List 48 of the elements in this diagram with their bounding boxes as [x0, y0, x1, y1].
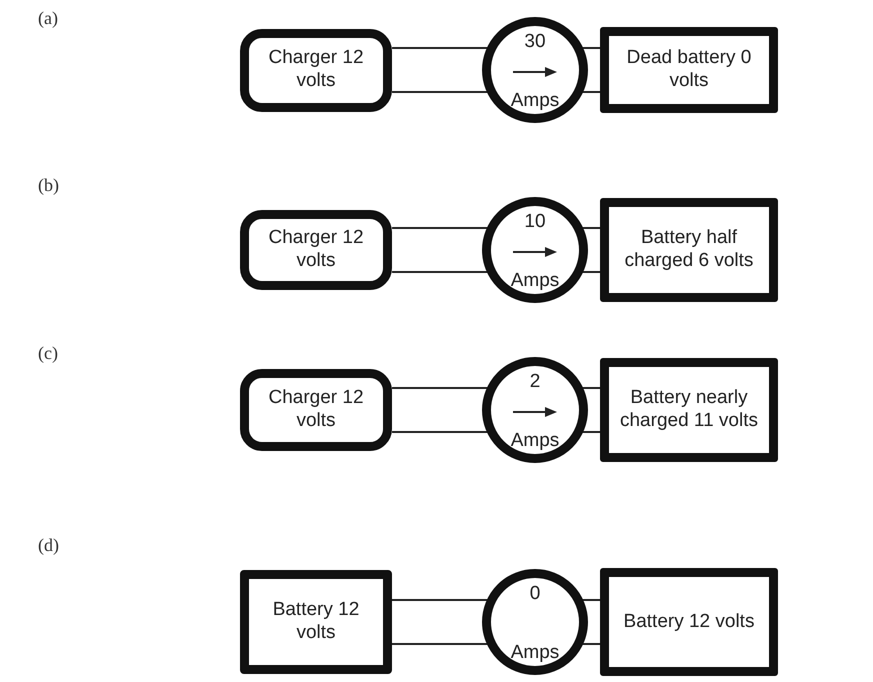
panel-label: (d) — [38, 535, 59, 556]
unit-label: Amps — [510, 270, 560, 293]
battery-box — [600, 358, 778, 462]
panel-label: (c) — [38, 343, 58, 364]
box-label: Battery 12 volts — [624, 610, 754, 634]
wire — [392, 387, 488, 389]
wire — [582, 643, 600, 645]
box-label: Battery half charged 6 volts — [624, 227, 754, 273]
wire — [392, 599, 488, 601]
current-value: 10 — [524, 211, 546, 234]
wire — [392, 47, 488, 49]
charger-box — [240, 28, 392, 112]
ammeter-circle — [482, 17, 588, 123]
wire — [582, 387, 600, 389]
current-value: 0 — [530, 583, 540, 606]
wire — [392, 227, 488, 229]
wire — [582, 431, 600, 433]
charger-box — [240, 210, 392, 290]
wire — [582, 599, 600, 601]
battery-box — [600, 198, 778, 302]
wire — [582, 227, 600, 229]
wire — [582, 91, 600, 93]
wire — [582, 47, 600, 49]
ammeter-circle — [482, 569, 588, 675]
box-label: Battery 12 volts — [272, 599, 360, 645]
unit-label: Amps — [510, 642, 560, 665]
current-value: 2 — [530, 371, 540, 394]
unit-label: Amps — [510, 430, 560, 453]
box-label: Charger 12 volts — [267, 47, 365, 93]
wire — [392, 431, 488, 433]
box-label: Charger 12 volts — [267, 227, 365, 273]
battery-box — [240, 570, 392, 674]
wire — [392, 271, 488, 273]
current-value: 30 — [524, 31, 546, 54]
panel-label: (a) — [38, 8, 58, 29]
panel-label: (b) — [38, 175, 59, 196]
ammeter-circle — [482, 197, 588, 303]
wire — [582, 271, 600, 273]
box-label: Battery nearly charged 11 volts — [618, 387, 759, 433]
box-label: Charger 12 volts — [267, 387, 365, 433]
box-label: Dead battery 0 volts — [626, 47, 752, 93]
battery-box — [600, 27, 778, 113]
unit-label: Amps — [510, 90, 560, 113]
wire — [392, 91, 488, 93]
wire — [392, 643, 488, 645]
battery-box — [600, 568, 778, 676]
charger-box — [240, 369, 392, 451]
ammeter-circle — [482, 357, 588, 463]
